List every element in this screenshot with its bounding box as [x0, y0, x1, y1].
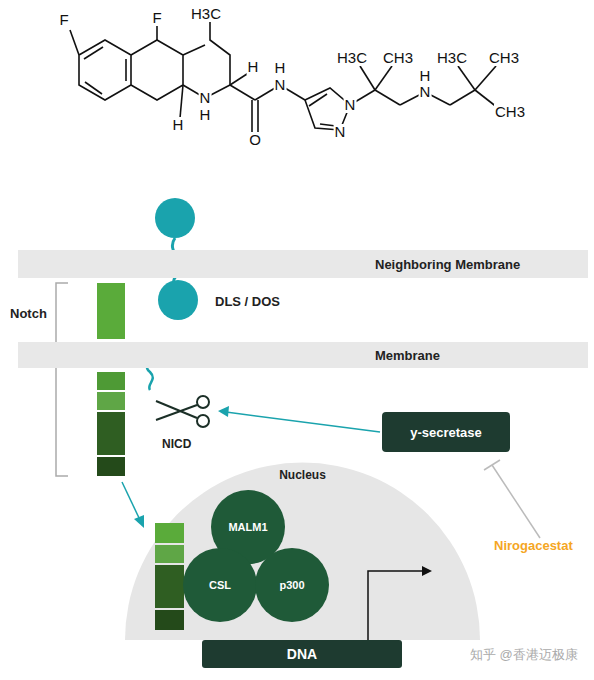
transcription-arrow: [368, 571, 424, 640]
bracket: [56, 283, 68, 476]
atom-label: N: [274, 77, 287, 93]
atom-label: N: [334, 124, 347, 140]
atom-label: F: [151, 10, 162, 26]
ligand-circle: [155, 198, 195, 238]
ligand-label: DLS / DOS: [215, 294, 280, 309]
atom-label: CH3: [494, 104, 526, 120]
watermark: 知乎 @香港迈极康: [470, 646, 578, 664]
node-text: Neighboring Membrane: [375, 257, 520, 272]
node-text: y-secretase: [410, 425, 482, 440]
atom-label: H: [172, 117, 185, 133]
node-text: CSL: [209, 579, 231, 591]
node-text: p300: [279, 579, 304, 591]
process-box: DNA: [202, 640, 402, 668]
ligand-circle: [158, 280, 198, 320]
atom-label: F: [58, 12, 69, 28]
scissors-icon: [156, 396, 209, 427]
arrowhead: [134, 515, 144, 528]
atom-label: H: [199, 107, 212, 123]
chemical-structure: [70, 22, 498, 132]
atom-label: CH3: [382, 50, 414, 66]
node-text: Membrane: [375, 348, 440, 363]
nucleus-shape: [125, 463, 480, 640]
group-label: Notch: [10, 306, 47, 321]
protein-circle: p300: [255, 548, 329, 622]
nicd-segment: [155, 523, 184, 543]
atom-label: H3C: [336, 50, 368, 66]
membrane-band: Neighboring Membrane: [18, 250, 588, 278]
node-text: Nucleus: [279, 468, 326, 482]
nicd-segment: [155, 565, 184, 608]
inhibition-line: [492, 465, 540, 538]
drug-label: Nirogacestat: [494, 538, 573, 553]
atom-label: H3C: [436, 50, 468, 66]
notch-segment: [97, 412, 125, 455]
protein-circle: CSL: [183, 548, 257, 622]
notch-segment: [97, 457, 125, 476]
cleavage-arrow: [226, 412, 380, 432]
notch-extracellular: [97, 283, 125, 339]
atom-label: H: [419, 68, 432, 84]
nicd-segment: [155, 545, 184, 563]
atom-label: CH3: [488, 50, 520, 66]
atom-label: H3C: [190, 6, 222, 22]
membrane-band: Membrane: [18, 342, 588, 368]
node-text: MALM1: [228, 521, 267, 533]
nucleus: NucleusMALM1CSL p300: [125, 463, 480, 640]
notch-segment: [97, 392, 125, 410]
atom-label: O: [248, 132, 262, 148]
atom-label: H: [274, 60, 287, 76]
nicd-segment: [155, 610, 184, 630]
fragment-label: NICD: [162, 437, 191, 451]
atom-label: N: [419, 84, 432, 100]
atom-label: N: [199, 90, 212, 106]
inhibition-bar: [484, 460, 500, 470]
atom-label: H: [247, 59, 260, 75]
arrowhead: [218, 406, 229, 417]
arrowhead: [422, 566, 432, 576]
translocation-arrow: [122, 482, 140, 520]
process-box: y-secretase: [382, 412, 510, 452]
notch-segment: [97, 372, 125, 390]
atom-label: N: [344, 97, 357, 113]
node-text: DNA: [287, 646, 317, 662]
